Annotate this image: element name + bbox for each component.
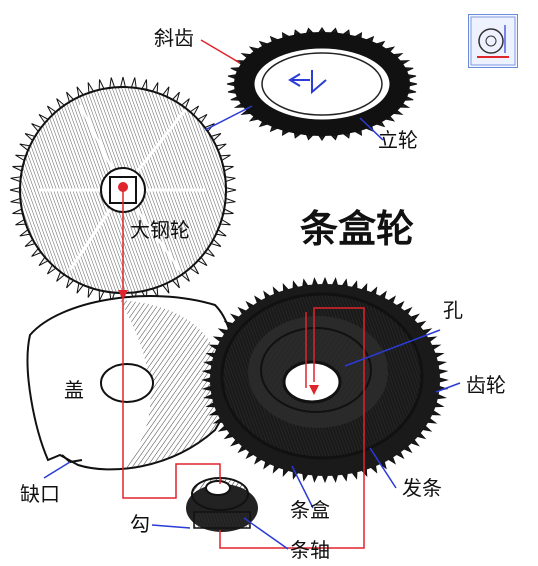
gear-tooth [224,197,236,204]
label-arbor: 条轴 [290,538,330,562]
gear-tooth [212,418,223,424]
gear-tooth [434,402,445,408]
gear-tooth [434,352,445,358]
label-crown-wheel: 立轮 [378,128,418,152]
page-title: 条盒轮 [300,206,415,251]
gear-tooth [399,60,411,65]
gear-tooth [293,29,302,36]
crown-wheel-teeth [226,27,418,141]
gear-tooth [269,126,279,133]
gear-tooth [227,74,236,79]
label-mainspring: 发条 [402,476,442,500]
gear-tooth [130,77,137,89]
gear-tooth [318,135,326,141]
gear-tooth [248,116,259,122]
gear-tooth [10,176,22,183]
label-cover: 盖 [64,378,84,402]
gear-tooth [302,278,309,287]
gear-tooth [439,377,449,383]
red-arrowhead [118,290,128,300]
barrel-gear [201,276,449,484]
gear-tooth [385,116,396,122]
gear-tooth [9,186,21,194]
red-assembly-path [122,39,365,549]
gear-tooth [393,110,404,115]
label-barrel: 条盒 [290,498,330,522]
gear-tooth [318,27,326,33]
gear-tooth [438,369,449,375]
gear-tooth [332,277,338,286]
gear-tooth [365,35,375,42]
gear-tooth [258,121,268,128]
gear-tooth [404,67,414,72]
label-ratchet-wheel: 大钢轮 [130,218,190,242]
gear-tooth [427,418,438,424]
gear-tooth [312,474,318,483]
crown-wheel [226,27,418,141]
gear-tooth [224,176,236,183]
blue-leader-lines [43,105,461,550]
label-bevel-teeth: 斜齿 [154,26,194,50]
gear-tooth [399,103,411,108]
gear-tooth [321,475,329,484]
gear-tooth [281,129,290,137]
gear-tooth [230,96,240,101]
gear-tooth [404,96,414,101]
gear-tooth [240,110,251,115]
thumbnail-icon [468,14,518,68]
gear-tooth [376,121,386,128]
gear-tooth [226,81,235,87]
gear-tooth [10,197,22,204]
gear-tooth [342,29,351,36]
gear-tooth [281,31,290,39]
gear-tooth [408,89,417,94]
gear-tooth [240,53,251,58]
barrel-cover [26,295,235,471]
gear-tooth [437,394,447,400]
label-gear-teeth: 齿轮 [466,373,506,397]
gear-tooth [408,74,417,79]
gear-tooth [248,46,259,52]
gear-tooth [393,53,404,58]
gear-tooth [230,67,240,72]
label-hole: 孔 [443,298,463,322]
gear-tooth [332,474,338,483]
gear-tooth [302,473,309,482]
gear-tooth [354,31,363,39]
gear-tooth [376,40,386,47]
gear-tooth [109,77,116,89]
red-arrowhead [309,385,319,395]
gear-tooth [321,276,329,285]
gear-tooth [351,280,358,289]
gear-tooth [258,40,268,47]
gear-tooth [305,134,314,141]
gear-tooth [227,89,236,94]
gear-tooth [233,103,245,108]
gear-tooth [293,132,302,139]
gear-tooth [269,35,279,42]
gear-tooth [341,278,348,287]
label-notch: 缺口 [20,482,60,506]
gear-tooth [385,46,396,52]
gear-tooth [225,186,237,194]
gear-tooth [341,473,348,482]
gear-tooth [119,76,127,88]
label-hook: 勾 [130,512,150,536]
gear-tooth [330,134,339,141]
gear-tooth [342,132,351,139]
gear-tooth [305,27,314,34]
gear-tooth [351,471,358,480]
gear-tooth [409,81,418,87]
gear-tooth [427,336,438,342]
gear-tooth [437,360,447,366]
gear-tooth [292,280,299,289]
gear-tooth [330,27,339,34]
barrel-arbor [186,477,258,532]
gear-tooth [212,336,223,342]
gear-tooth [354,129,363,137]
gear-tooth [312,277,318,286]
